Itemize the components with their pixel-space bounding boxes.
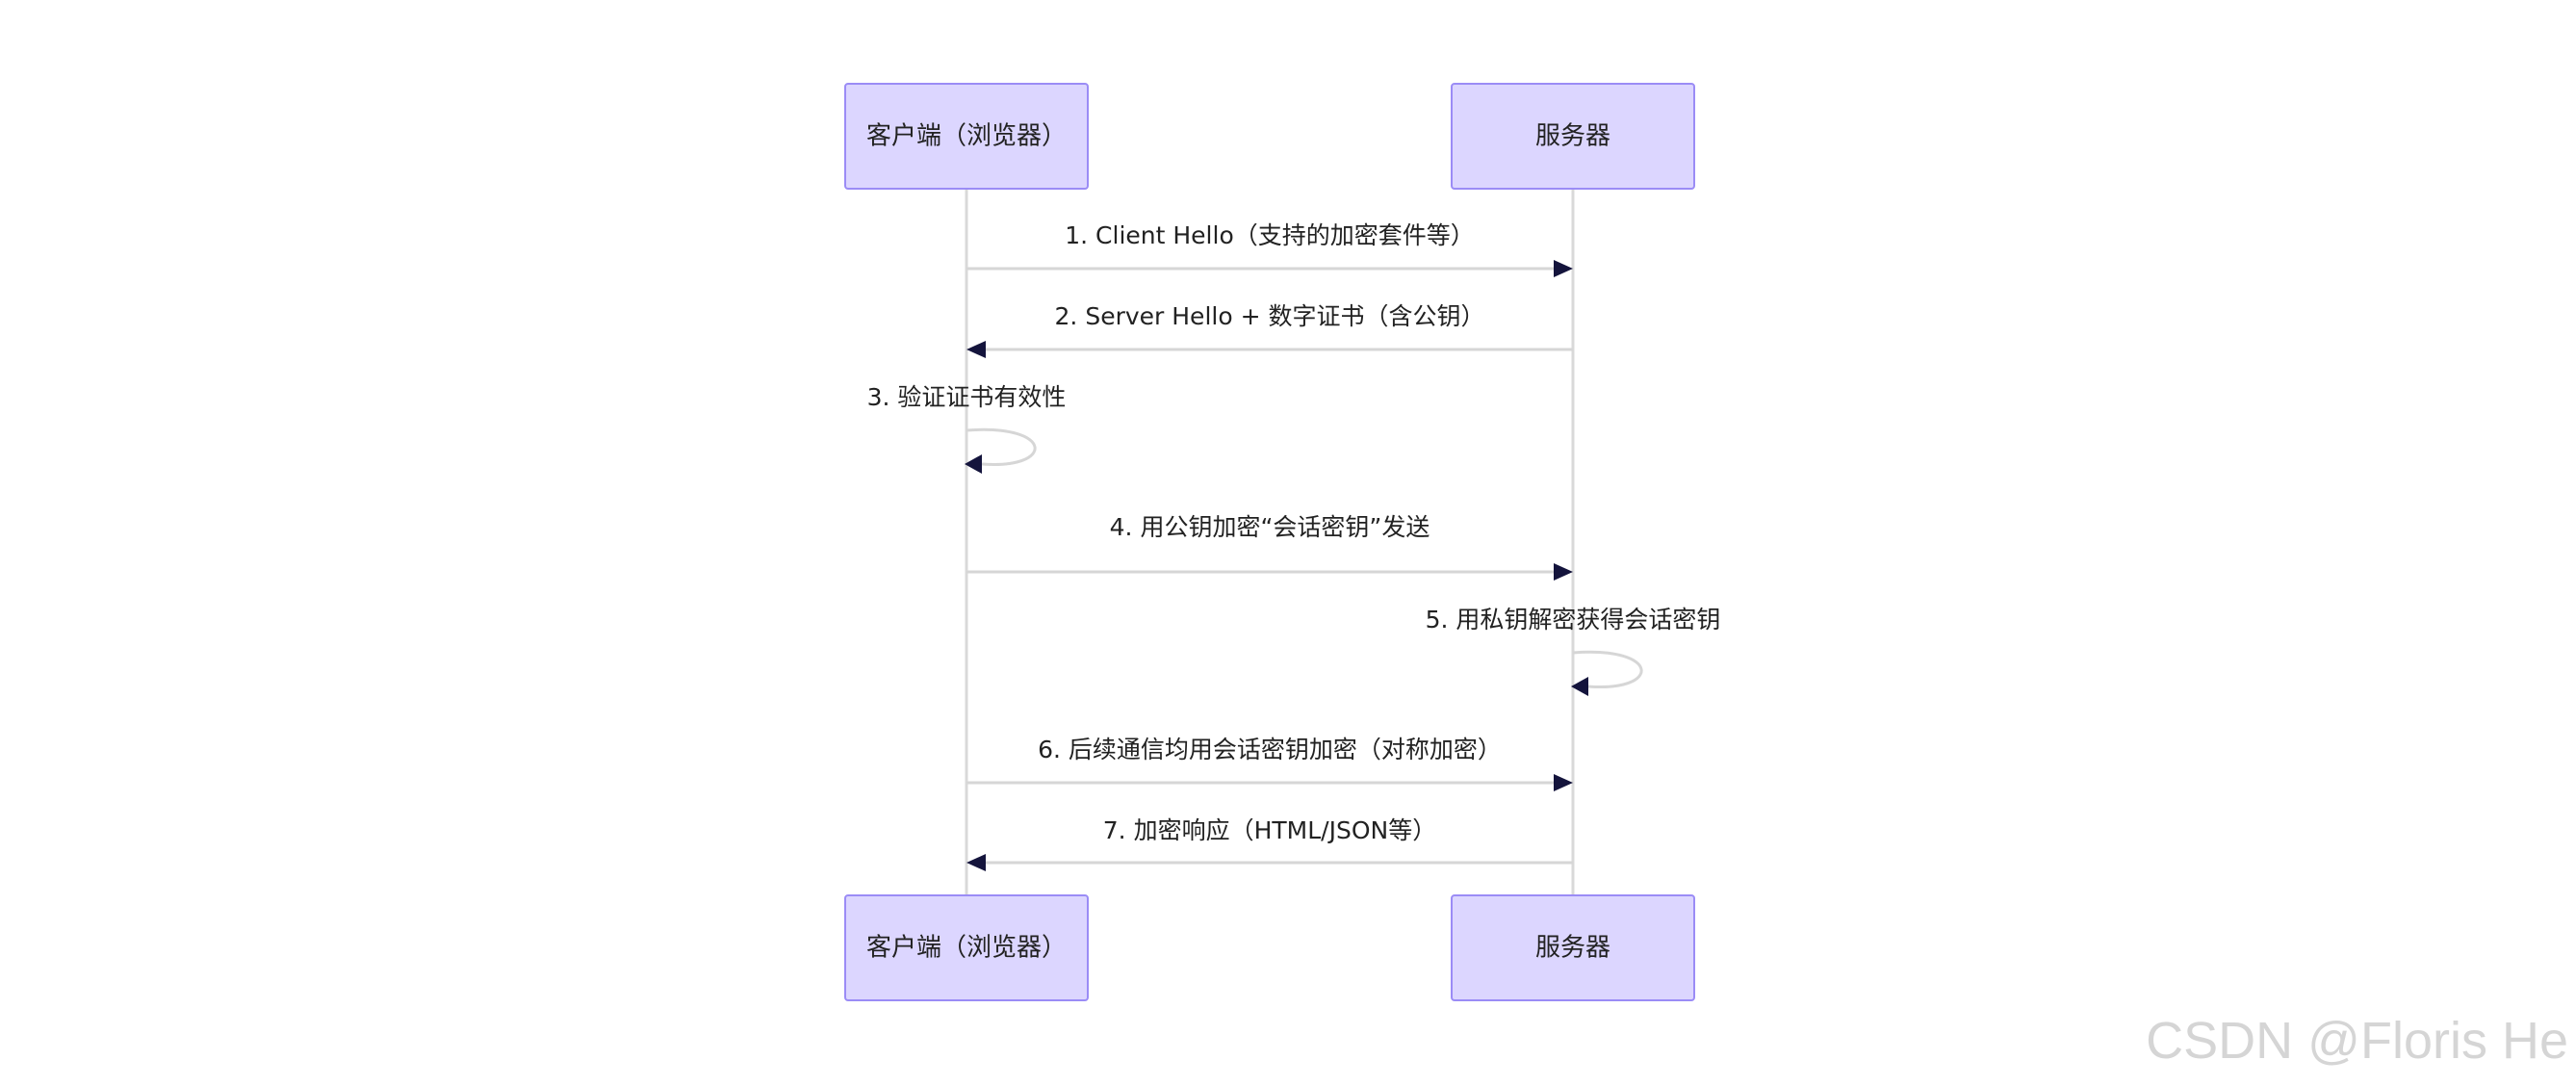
message-1-label: 1. Client Hello（支持的加密套件等） xyxy=(1065,221,1475,249)
message-2: 2. Server Hello + 数字证书（含公钥） xyxy=(966,302,1573,358)
message-3-label: 3. 验证证书有效性 xyxy=(867,383,1067,411)
client-actor-bottom: 客户端（浏览器） xyxy=(844,894,1089,1001)
server-actor-top: 服务器 xyxy=(1451,83,1695,190)
message-5: 5. 用私钥解密获得会话密钥 xyxy=(1426,606,1721,696)
message-1: 1. Client Hello（支持的加密套件等） xyxy=(966,221,1573,277)
message-3: 3. 验证证书有效性 xyxy=(867,383,1067,474)
message-6-label: 6. 后续通信均用会话密钥加密（对称加密） xyxy=(1038,736,1502,763)
message-7-label: 7. 加密响应（HTML/JSON等） xyxy=(1103,816,1436,844)
arrowhead-self xyxy=(965,454,982,474)
arrowhead-self xyxy=(1571,677,1588,696)
watermark: CSDN @Floris He xyxy=(2146,1012,2568,1070)
arrowhead-left xyxy=(966,854,986,871)
message-6: 6. 后续通信均用会话密钥加密（对称加密） xyxy=(966,736,1573,791)
message-2-label: 2. Server Hello + 数字证书（含公钥） xyxy=(1055,302,1485,330)
message-4-label: 4. 用公钥加密“会话密钥”发送 xyxy=(1110,513,1430,541)
server-actor-label: 服务器 xyxy=(1535,934,1610,963)
arrowhead-left xyxy=(966,341,986,358)
message-7: 7. 加密响应（HTML/JSON等） xyxy=(966,816,1573,871)
arrowhead-right xyxy=(1554,774,1573,791)
server-actor-bottom: 服务器 xyxy=(1451,894,1695,1001)
arrowhead-right xyxy=(1554,260,1573,277)
client-actor-label: 客户端（浏览器） xyxy=(866,934,1067,963)
server-actor-label: 服务器 xyxy=(1535,122,1610,151)
message-5-label: 5. 用私钥解密获得会话密钥 xyxy=(1426,606,1721,634)
message-4: 4. 用公钥加密“会话密钥”发送 xyxy=(966,513,1573,581)
client-actor-label: 客户端（浏览器） xyxy=(866,122,1067,151)
arrowhead-right xyxy=(1554,563,1573,581)
client-actor-top: 客户端（浏览器） xyxy=(844,83,1089,190)
